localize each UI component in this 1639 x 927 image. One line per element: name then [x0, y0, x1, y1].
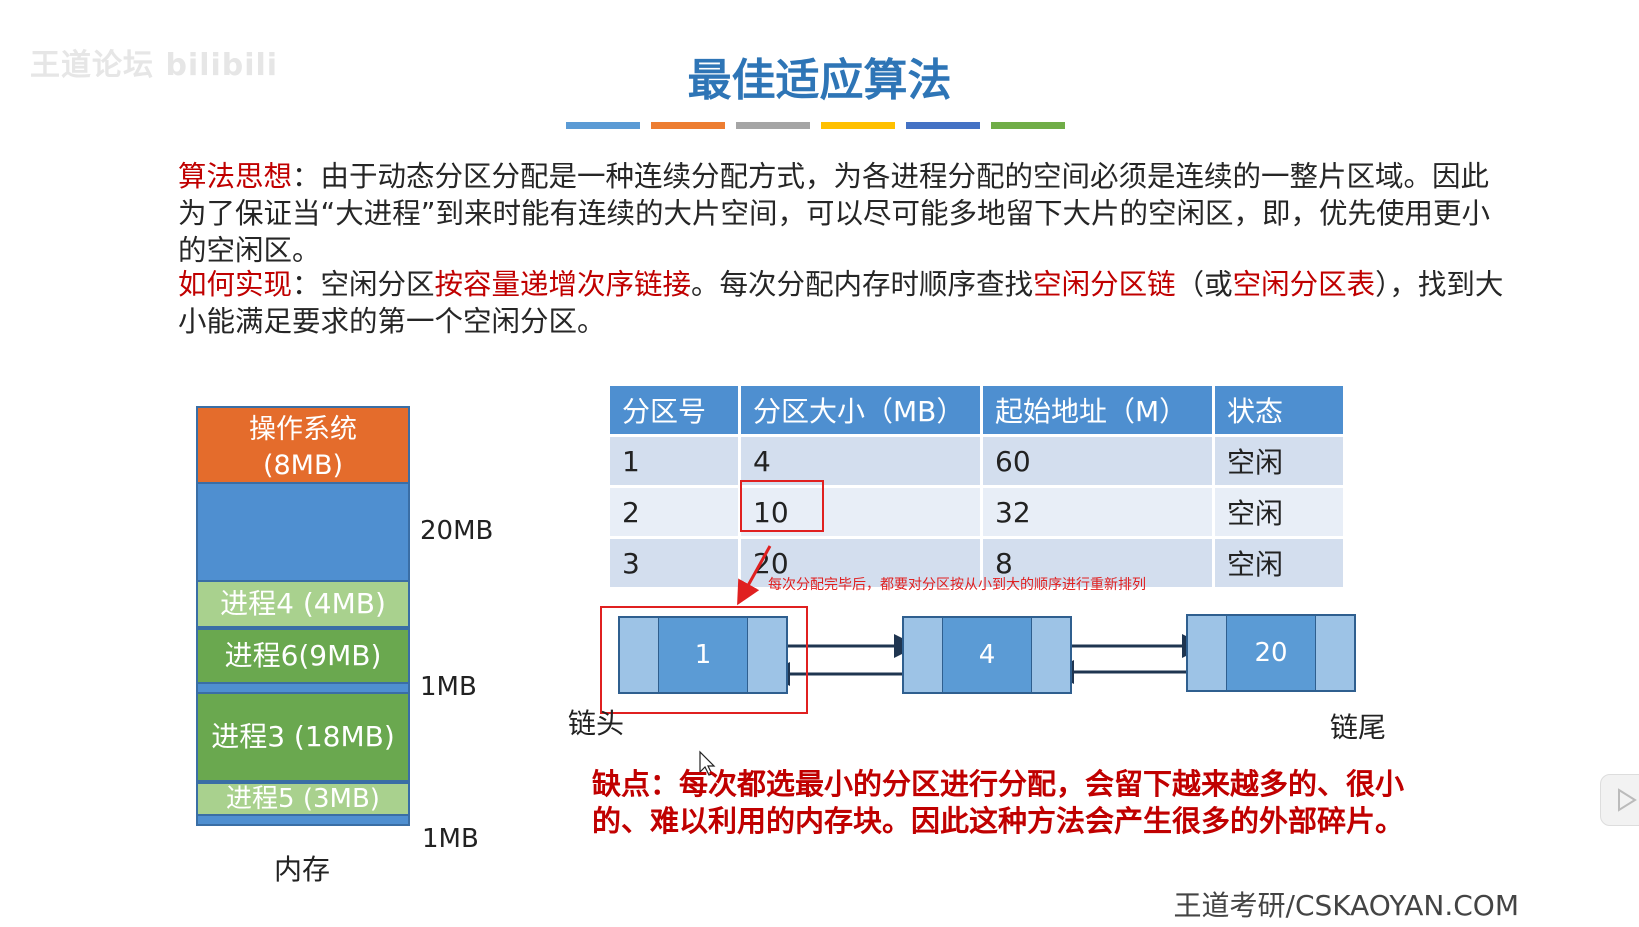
chain-tail-label: 链尾 [1330, 711, 1387, 744]
footer-brand: 王道考研/CSKAOYAN.COM [1173, 889, 1519, 922]
drawback-line: 缺点：每次都选最小的分区进行分配，会留下越来越多的、很小 [592, 767, 1405, 801]
table-cell: 空闲 [1213, 434, 1346, 487]
table-cell: 60 [981, 434, 1215, 487]
process-3-label: 进程3 (18MB) [211, 720, 395, 753]
red-pointer-arrow [737, 545, 772, 606]
table-cell: 1 [610, 434, 741, 487]
table-row: 1 4 60 空闲 [610, 434, 1346, 487]
label-20mb: 20MB [420, 516, 494, 546]
table-cell: 2 [610, 485, 741, 538]
chain-node-value: 20 [1226, 616, 1316, 690]
color-bar [991, 122, 1065, 129]
os-block: 操作系统 (8MB) [196, 406, 410, 484]
color-bar [736, 122, 810, 129]
chain-node-value: 1 [658, 618, 748, 692]
next-pointer [748, 618, 786, 692]
free-block-1mb-b [196, 816, 410, 826]
mouse-cursor-icon [699, 750, 716, 776]
highlight-box-size-10 [740, 480, 824, 532]
impl-text-1: ：空闲分区 [292, 268, 435, 301]
free-block-20mb [196, 484, 410, 580]
impl-highlight-1: 按容量递增次序链接 [434, 268, 692, 301]
color-bar [906, 122, 980, 129]
impl-text-2: 。每次分配内存时顺序查找 [691, 268, 1034, 301]
drawback-line: 的、难以利用的内存块。因此这种方法会产生很多的外部碎片。 [592, 804, 1405, 838]
drawback-text: 缺点：每次都选最小的分区进行分配，会留下越来越多的、很小 的、难以利用的内存块。… [592, 766, 1492, 840]
table-cell: 4 [739, 434, 983, 487]
impl-highlight-2: 空闲分区链 [1033, 268, 1176, 301]
os-size: (8MB) [262, 450, 344, 481]
next-pointer [1316, 616, 1354, 690]
table-cell: 3 [610, 536, 741, 587]
process-5-label: 进程5 (3MB) [226, 784, 380, 814]
process-4-block: 进程4 (4MB) [196, 580, 410, 628]
table-cell: 32 [981, 485, 1215, 538]
os-label: 操作系统 [249, 414, 357, 445]
table-cell: 8 [981, 536, 1215, 587]
memory-caption: 内存 [274, 853, 331, 886]
process-5-block: 进程5 (3MB) [196, 782, 410, 816]
chain-node: 1 [618, 616, 788, 694]
table-row: 3 20 8 空闲 [610, 536, 1346, 587]
table-cell: 20 [739, 536, 983, 587]
algorithm-idea: 算法思想：由于动态分区分配是一种连续分配方式，为各进程分配的空间必须是连续的一整… [178, 158, 1508, 269]
next-pointer [1032, 618, 1070, 692]
free-block-1mb-a [196, 684, 410, 692]
process-4-label: 进程4 (4MB) [220, 587, 386, 620]
chain-node-value: 4 [942, 618, 1032, 692]
process-6-block: 进程6(9MB) [196, 628, 410, 684]
color-bar [566, 122, 640, 129]
chain-node: 20 [1186, 614, 1356, 692]
impl-text-3: （或 [1175, 268, 1233, 301]
chain-head-label: 链头 [568, 707, 625, 740]
table-cell: 空闲 [1213, 536, 1346, 587]
color-bar [651, 122, 725, 129]
table-header-row: 分区号 分区大小（MB） 起始地址（M） 状态 [610, 386, 1346, 436]
idea-text: ：由于动态分区分配是一种连续分配方式，为各进程分配的空间必须是连续的一整片区域。… [178, 160, 1491, 267]
col-header: 分区号 [610, 386, 741, 436]
col-header: 分区大小（MB） [739, 386, 983, 436]
slide-title: 最佳适应算法 [687, 55, 952, 106]
impl-text-4: ），找到大小能满足要求的第一个空闲分区。 [178, 268, 1504, 338]
chain-node: 4 [902, 616, 1072, 694]
implementation: 如何实现：空闲分区按容量递增次序链接。每次分配内存时顺序查找空闲分区链（或空闲分… [178, 266, 1508, 340]
label-1mb: 1MB [422, 824, 479, 854]
col-header: 起始地址（M） [981, 386, 1215, 436]
table-row: 2 10 32 空闲 [610, 485, 1346, 538]
table-cell: 10 [739, 485, 983, 538]
impl-highlight-3: 空闲分区表 [1232, 268, 1376, 301]
impl-label: 如何实现 [178, 268, 293, 301]
prev-pointer [904, 618, 942, 692]
watermark: 王道论坛 bilibili [30, 48, 279, 83]
idea-label: 算法思想 [178, 160, 293, 193]
partition-table: 分区号 分区大小（MB） 起始地址（M） 状态 1 4 60 空闲 2 10 3… [610, 386, 1346, 587]
col-header: 状态 [1213, 386, 1346, 436]
process-3-block: 进程3 (18MB) [196, 692, 410, 782]
decorative-color-bars [566, 122, 1065, 129]
play-icon [1618, 788, 1637, 812]
label-1mb: 1MB [420, 672, 477, 702]
prev-pointer [1188, 616, 1226, 690]
reorder-annotation: 每次分配完毕后，都要对分区按从小到大的顺序进行重新排列 [768, 577, 1146, 593]
process-6-label: 进程6(9MB) [224, 639, 382, 672]
highlight-box-head-node [600, 606, 808, 714]
color-bar [821, 122, 895, 129]
table-cell: 空闲 [1213, 485, 1346, 538]
prev-pointer [620, 618, 658, 692]
play-button[interactable] [1600, 774, 1639, 826]
